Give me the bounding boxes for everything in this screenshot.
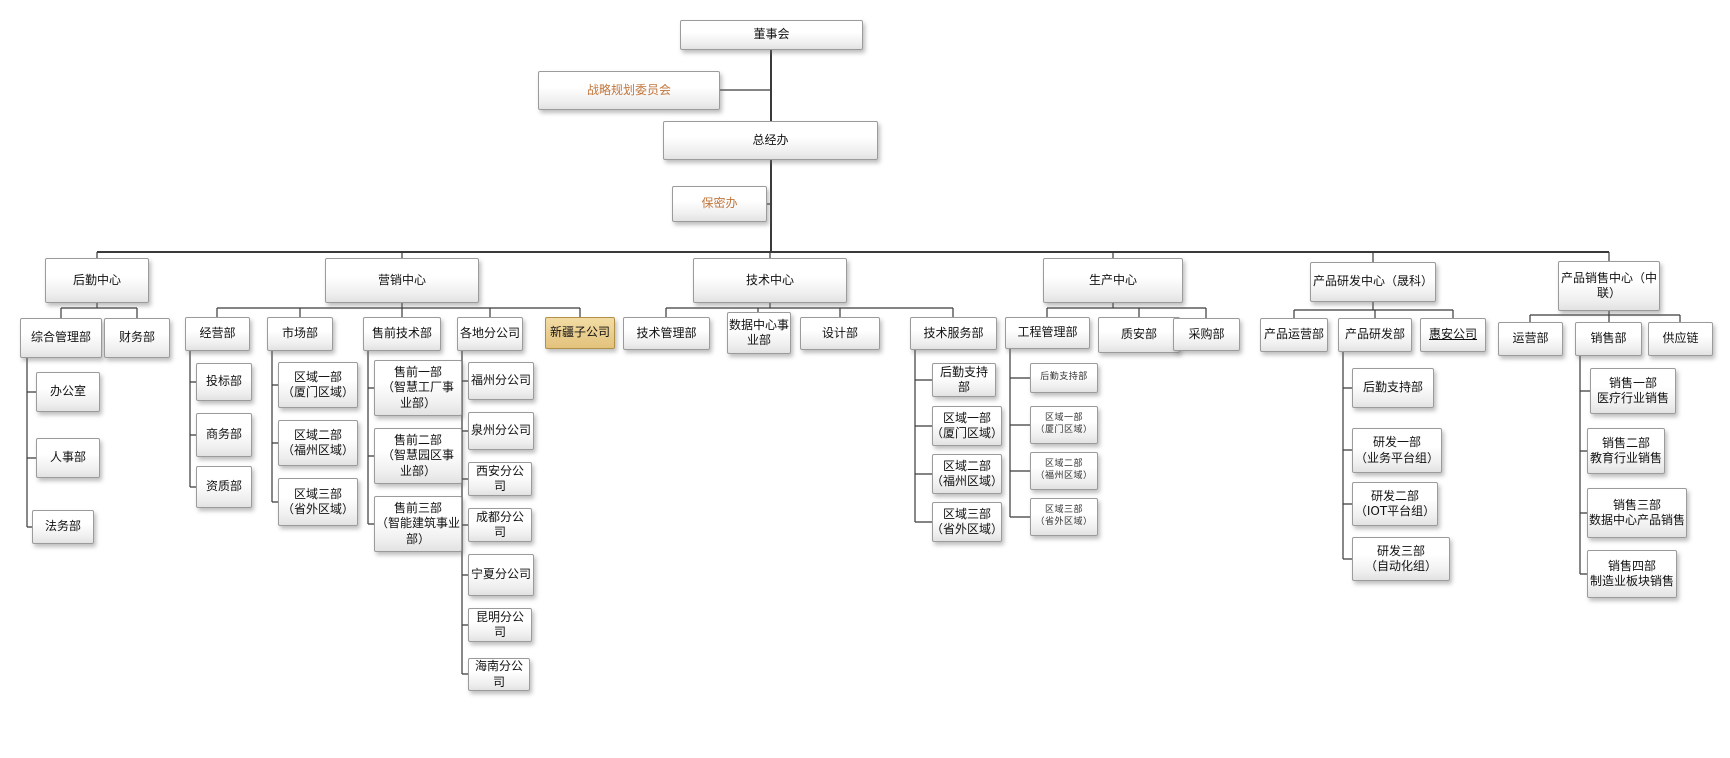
node-em-region-1-xiamen[interactable]: 区域一部（厦门区域）	[1030, 406, 1098, 444]
node-qualification-dept[interactable]: 资质部	[196, 466, 252, 508]
node-product-rd-dept[interactable]: 产品研发部	[1338, 318, 1412, 352]
node-em-region-3-out-of-province[interactable]: 区域三部（省外区域）	[1030, 498, 1098, 536]
node-presales-tech-dept[interactable]: 售前技术部	[363, 317, 441, 351]
node-board-of-directors[interactable]: 董事会	[680, 20, 863, 50]
node-ts-region-3-out-of-province[interactable]: 区域三部（省外区域）	[931, 502, 1003, 542]
node-ts-logistics-support-dept[interactable]: 后勤支持部	[932, 363, 996, 397]
node-finance-dept[interactable]: 财务部	[104, 318, 170, 358]
node-sales-2-education-industry[interactable]: 销售二部教育行业销售	[1587, 428, 1665, 474]
node-hr-dept[interactable]: 人事部	[36, 438, 100, 478]
node-ts-region-1-xiamen[interactable]: 区域一部（厦门区域）	[931, 406, 1003, 446]
node-rd-logistics-support-dept[interactable]: 后勤支持部	[1352, 368, 1434, 408]
node-general-admin-dept[interactable]: 综合管理部	[20, 318, 102, 358]
node-operations-mgmt-dept[interactable]: 经营部	[185, 317, 250, 351]
node-quality-safety-dept[interactable]: 质安部	[1098, 317, 1180, 353]
node-confidentiality-office[interactable]: 保密办	[672, 186, 767, 222]
node-chengdu-branch[interactable]: 成都分公司	[468, 508, 532, 542]
node-datacenter-business-dept[interactable]: 数据中心事业部	[727, 312, 791, 354]
node-em-logistics-support-dept[interactable]: 后勤支持部	[1030, 363, 1098, 393]
node-purchasing-dept[interactable]: 采购部	[1173, 318, 1240, 351]
node-operations-dept[interactable]: 运营部	[1498, 322, 1563, 356]
node-ningxia-branch[interactable]: 宁夏分公司	[468, 554, 534, 596]
node-xinjiang-subsidiary[interactable]: 新疆子公司	[545, 317, 615, 349]
node-product-rd-center-shengke[interactable]: 产品研发中心（晟科）	[1310, 262, 1436, 302]
node-presales-3-smart-building[interactable]: 售前三部（智能建筑事业部）	[374, 496, 462, 552]
node-strategy-planning-committee[interactable]: 战略规划委员会	[538, 71, 720, 110]
node-marketing-center[interactable]: 营销中心	[325, 258, 479, 303]
node-market-region-2-fuzhou[interactable]: 区域二部（福州区域）	[278, 420, 358, 466]
node-quanzhou-branch[interactable]: 泉州分公司	[468, 412, 534, 450]
node-ts-region-2-fuzhou[interactable]: 区域二部（福州区域）	[931, 454, 1003, 494]
node-sales-1-medical-industry[interactable]: 销售一部医疗行业销售	[1590, 368, 1676, 414]
node-commerce-dept[interactable]: 商务部	[196, 413, 252, 457]
node-kunming-branch[interactable]: 昆明分公司	[468, 608, 532, 642]
node-sales-dept[interactable]: 销售部	[1575, 322, 1642, 356]
node-supply-chain[interactable]: 供应链	[1648, 322, 1713, 356]
node-xian-branch[interactable]: 西安分公司	[468, 462, 532, 496]
node-bidding-dept[interactable]: 投标部	[196, 363, 252, 401]
node-em-region-2-fuzhou[interactable]: 区域二部（福州区域）	[1030, 452, 1098, 490]
node-fuzhou-branch[interactable]: 福州分公司	[468, 362, 534, 400]
node-production-center[interactable]: 生产中心	[1043, 258, 1183, 303]
node-presales-2-smart-park[interactable]: 售前二部（智慧园区事业部）	[374, 428, 462, 484]
node-general-manager-office[interactable]: 总经办	[663, 121, 878, 160]
node-engineering-mgmt-dept[interactable]: 工程管理部	[1005, 317, 1090, 349]
node-product-sales-center-zhonglian[interactable]: 产品销售中心（中联）	[1558, 261, 1660, 311]
node-rd-1-business-platform-group[interactable]: 研发一部（业务平台组）	[1352, 428, 1442, 473]
node-market-dept[interactable]: 市场部	[267, 317, 333, 351]
node-design-dept[interactable]: 设计部	[800, 317, 880, 350]
node-regional-branches[interactable]: 各地分公司	[457, 317, 523, 351]
node-market-region-3-out-of-province[interactable]: 区域三部（省外区域）	[278, 478, 358, 526]
node-product-operations-dept[interactable]: 产品运营部	[1260, 318, 1328, 352]
node-legal-dept[interactable]: 法务部	[32, 510, 94, 544]
node-huian-company[interactable]: 惠安公司	[1420, 318, 1486, 352]
node-logistics-center[interactable]: 后勤中心	[45, 258, 149, 303]
node-sales-3-datacenter-products[interactable]: 销售三部数据中心产品销售	[1587, 488, 1687, 538]
node-presales-1-smart-factory[interactable]: 售前一部（智慧工厂事业部）	[374, 360, 462, 416]
node-tech-service-dept[interactable]: 技术服务部	[910, 317, 997, 350]
node-rd-3-automation-group[interactable]: 研发三部（自动化组）	[1352, 537, 1450, 581]
node-rd-2-iot-platform-group[interactable]: 研发二部（IOT平台组）	[1352, 482, 1438, 526]
node-office[interactable]: 办公室	[36, 372, 100, 412]
node-sales-4-manufacturing-sector[interactable]: 销售四部制造业板块销售	[1587, 550, 1677, 598]
node-hainan-branch[interactable]: 海南分公司	[468, 658, 530, 691]
node-tech-mgmt-dept[interactable]: 技术管理部	[623, 317, 710, 350]
node-technology-center[interactable]: 技术中心	[693, 258, 847, 303]
node-market-region-1-xiamen[interactable]: 区域一部（厦门区域）	[278, 362, 358, 408]
